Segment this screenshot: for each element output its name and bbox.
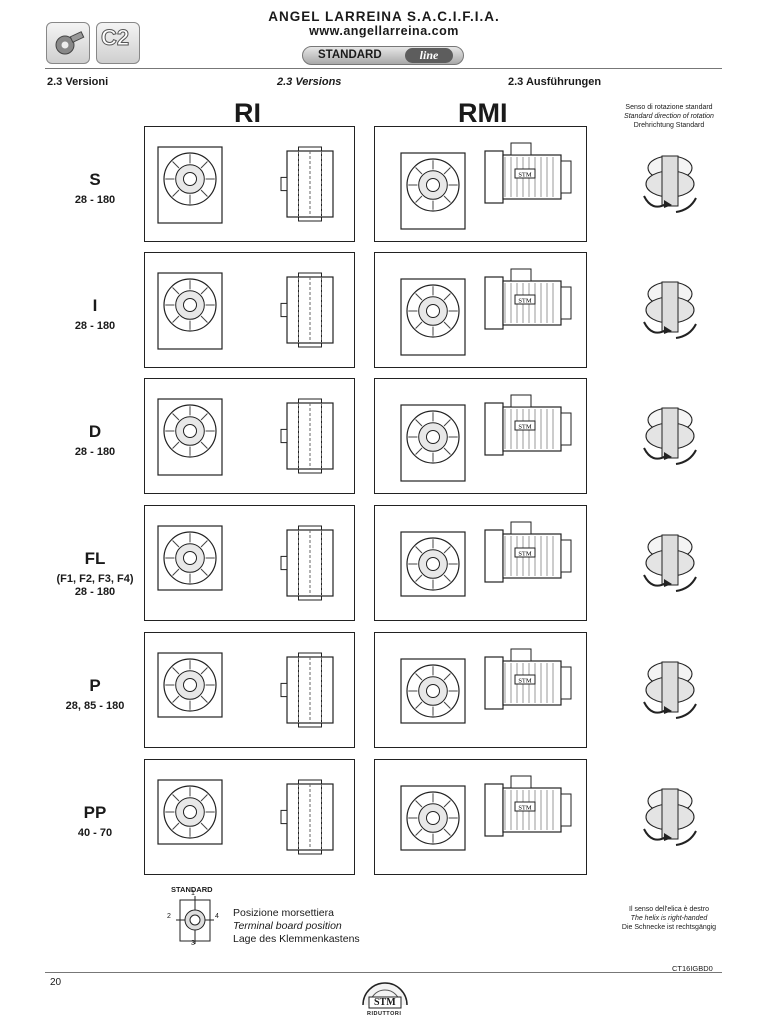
column-heading-ri: RI (234, 98, 261, 128)
ri-drawing-frame (144, 759, 355, 875)
ri-gearbox-drawing (157, 779, 334, 855)
helix-note-de: Die Schnecke ist rechtsgängig (621, 924, 717, 931)
header-divider (45, 68, 722, 69)
helix-note-it: Il senso dell'elica è destro (629, 906, 709, 913)
rotation-note: Senso di rotazione standard Standard dir… (600, 103, 738, 130)
rmi-gearmotor-drawing: STM (400, 775, 572, 851)
rmi-drawing-frame: STM (374, 126, 587, 242)
company-name: ANGEL LARREINA S.A.C.I.F.I.A. (268, 9, 500, 24)
row-size-range: 28, 85 - 180 (65, 700, 125, 712)
column-heading-rmi: RMI (458, 98, 508, 128)
rotation-note-en: Standard direction of rotation (624, 113, 714, 120)
ri-drawing-frame (144, 505, 355, 621)
terminal-pos-2: 2 (167, 913, 171, 920)
terminal-caption-it: Posizione morsettiera (233, 907, 334, 919)
rotation-direction-icon (620, 262, 720, 362)
page-number: 20 (50, 977, 62, 988)
section-title-de: 2.3 Ausführungen (508, 76, 602, 88)
rmi-gearmotor-drawing: STM (400, 394, 572, 482)
ri-gearbox-drawing (157, 525, 334, 601)
motor-plate-text: STM (518, 424, 532, 431)
rotation-direction-icon (620, 769, 720, 869)
ri-gearbox-drawing (157, 398, 334, 476)
rotation-direction-icon (620, 515, 720, 615)
row-code: FL (84, 549, 106, 568)
rotation-direction-icon (620, 388, 720, 488)
rotation-direction-icon (620, 136, 720, 236)
section-title-en: 2.3 Versions (277, 76, 342, 88)
ri-gearbox-drawing (157, 272, 334, 350)
rotation-note-it: Senso di rotazione standard (625, 104, 713, 111)
terminal-pos-1: 1 (191, 890, 195, 897)
stm-brand-sub: RIDUTTORI (367, 1011, 402, 1017)
helix-note-en: The helix is right-handed (630, 915, 708, 922)
motor-plate-text: STM (518, 172, 532, 179)
rmi-drawing-frame: STM (374, 378, 587, 494)
gear-logo-icon (46, 22, 90, 64)
row-code: PP (83, 803, 107, 822)
terminal-pos-4: 4 (215, 913, 219, 920)
motor-plate-text: STM (518, 298, 532, 305)
series-badge: line (405, 48, 453, 63)
rmi-drawing-frame: STM (374, 505, 587, 621)
ri-gearbox-drawing (157, 652, 334, 728)
rmi-gearmotor-drawing: STM (400, 648, 572, 724)
rotation-note-de: Drehrichtung Standard (633, 122, 705, 129)
series-label: STANDARD (318, 49, 382, 61)
row-size-range: 28 - 180 (74, 194, 116, 206)
c2-logo-icon: C2 (96, 22, 140, 64)
rmi-drawing-frame: STM (374, 252, 587, 368)
row-size-range: 28 - 180 (74, 586, 116, 598)
row-size-range: 28 - 180 (74, 446, 116, 458)
motor-plate-text: STM (518, 805, 532, 812)
terminal-caption-en: Terminal board position (233, 920, 342, 932)
ri-drawing-frame (144, 126, 355, 242)
terminal-caption-de: Lage des Klemmenkastens (233, 933, 360, 945)
c2-logo-text: C2 (100, 25, 130, 51)
row-code: D (88, 422, 102, 441)
stm-brand-text: STM (374, 997, 396, 1008)
rotation-direction-icon (620, 642, 720, 742)
terminal-position-diagram (170, 893, 220, 949)
rmi-drawing-frame: STM (374, 759, 587, 875)
row-flange-variants: (F1, F2, F3, F4) (56, 573, 134, 585)
stm-brand-logo (355, 975, 415, 1021)
ri-drawing-frame (144, 378, 355, 494)
row-code: I (92, 296, 98, 315)
document-code: CT16IGBD0 (672, 964, 713, 973)
motor-plate-text: STM (518, 678, 532, 685)
terminal-standard-label: STANDARD (171, 885, 213, 894)
rmi-drawing-frame: STM (374, 632, 587, 748)
rmi-gearmotor-drawing: STM (400, 142, 572, 230)
company-website: www.angellarreina.com (309, 24, 459, 38)
rmi-gearmotor-drawing: STM (400, 268, 572, 356)
row-code: S (89, 170, 101, 189)
row-size-range: 28 - 180 (74, 320, 116, 332)
row-size-range: 40 - 70 (77, 827, 113, 839)
ri-drawing-frame (144, 252, 355, 368)
footer-divider (45, 972, 722, 973)
row-code: P (89, 676, 101, 695)
section-title-it: 2.3 Versioni (47, 76, 109, 88)
rmi-gearmotor-drawing: STM (400, 521, 572, 597)
ri-drawing-frame (144, 632, 355, 748)
terminal-pos-3: 3 (191, 940, 195, 947)
motor-plate-text: STM (518, 551, 532, 558)
helix-note: Il senso dell'elica è destro The helix i… (600, 905, 738, 932)
ri-gearbox-drawing (157, 146, 334, 224)
